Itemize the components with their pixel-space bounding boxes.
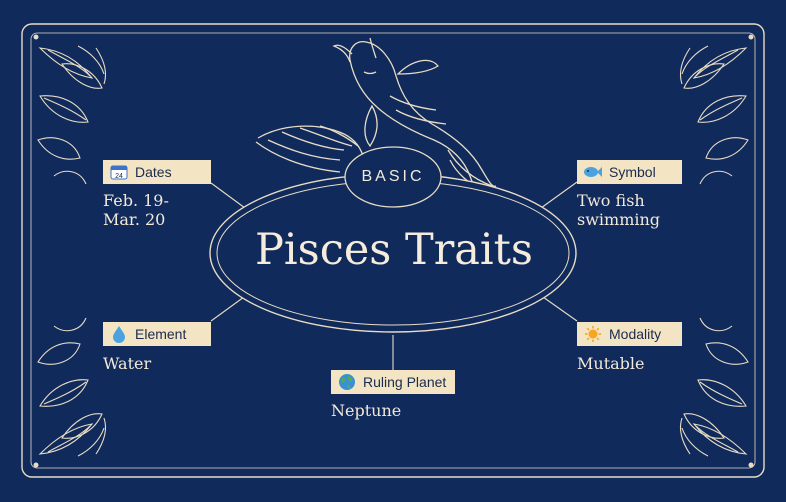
symbol-value: Two fish swimming [577, 191, 660, 229]
ruling-planet-label: Ruling Planet [331, 370, 455, 394]
modality-value: Mutable [577, 354, 644, 373]
modality-label-text: Modality [609, 326, 662, 342]
leaf-ornament-icon [679, 317, 749, 457]
calendar-icon: 24 [109, 163, 129, 181]
droplet-icon [109, 325, 129, 343]
leaf-ornament-icon [37, 45, 107, 185]
dates-label-text: Dates [135, 164, 172, 180]
modality-value-line: Mutable [577, 354, 645, 373]
connector-modality [542, 296, 578, 322]
dates-value-line: Feb. 19- [103, 191, 169, 210]
symbol-label: Symbol [577, 160, 682, 184]
frame-dot [748, 34, 754, 40]
symbol-value-line: swimming [577, 210, 661, 229]
frame-dot [33, 462, 39, 468]
leaf-ornament-icon [37, 317, 107, 457]
connector-dates [210, 182, 246, 209]
leaf-ornament-icon [679, 45, 749, 185]
element-label: Element [103, 322, 211, 346]
globe-icon [337, 373, 357, 391]
connector-symbol [540, 181, 578, 209]
frame-dot [33, 34, 39, 40]
sun-icon [583, 325, 603, 343]
connectors [210, 181, 578, 370]
inner-frame [30, 32, 756, 469]
outer-frame [21, 23, 765, 478]
frame-dot [748, 462, 754, 468]
dates-value: Feb. 19- Mar. 20 [103, 191, 169, 229]
symbol-value-line: Two fish [577, 191, 645, 210]
element-value-line: Water [103, 354, 152, 373]
ruling-planet-label-text: Ruling Planet [363, 374, 447, 390]
ruling-planet-value: Neptune [331, 401, 401, 420]
basic-badge: BASIC [361, 168, 425, 185]
element-label-text: Element [135, 326, 187, 342]
connector-element [210, 296, 245, 322]
element-value: Water [103, 354, 151, 373]
symbol-label-text: Symbol [609, 164, 656, 180]
modality-label: Modality [577, 322, 682, 346]
svg-text:24: 24 [115, 173, 123, 180]
fish-icon [583, 163, 603, 181]
basic-badge-oval [344, 146, 442, 208]
dates-value-line: Mar. 20 [103, 210, 166, 229]
dates-label: 24 Dates [103, 160, 211, 184]
koi-fish-icon [255, 37, 497, 189]
diagram-title: Pisces Traits [255, 225, 533, 275]
ruling-planet-value-line: Neptune [331, 401, 402, 420]
